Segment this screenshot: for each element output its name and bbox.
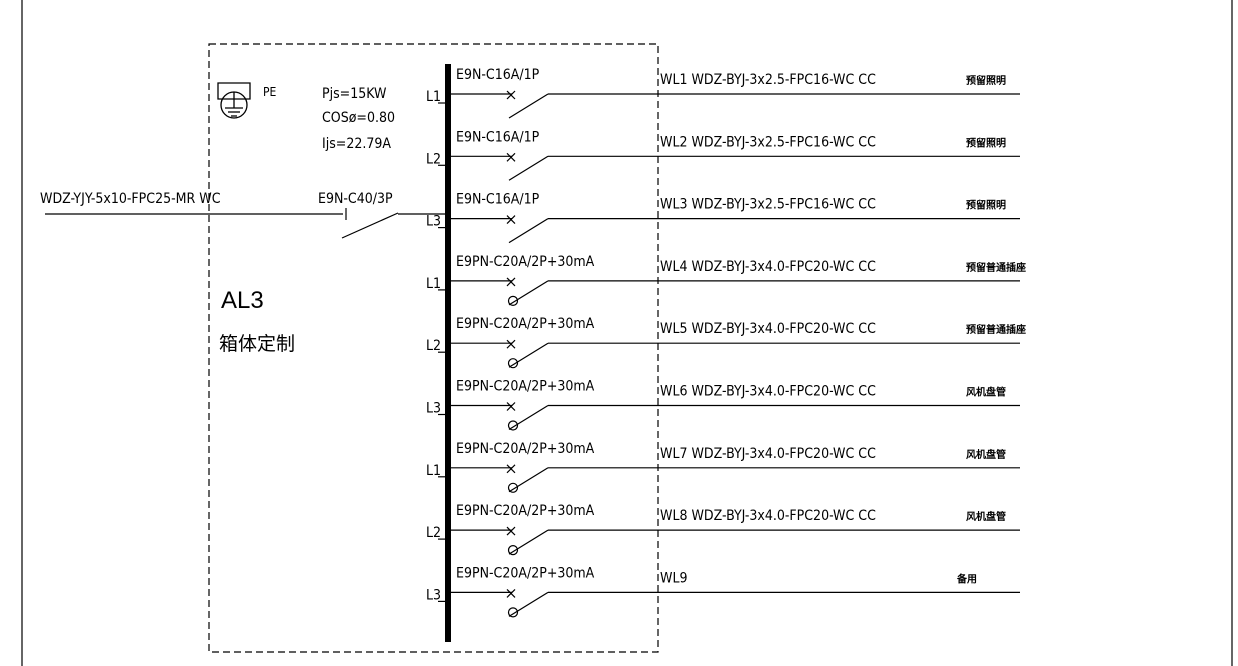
incoming-breaker-icon — [342, 208, 448, 238]
circuit-row: L3 E9PN-C20A/2P+30mA WL9 备用 — [426, 565, 1020, 617]
usage-label: 风机盘管 — [966, 386, 1006, 399]
usage-label: 预留照明 — [966, 136, 1006, 149]
phase-label: L2 — [426, 338, 441, 354]
circuit-row: L1 E9N-C16A/1P WL1 WDZ-BYJ-3x2.5-FPC16-WC … — [426, 67, 1020, 118]
circuit-label: WL7 WDZ-BYJ-3x4.0-FPC20-WC CC — [660, 446, 876, 462]
breaker-icon — [451, 340, 1020, 368]
breaker-icon — [451, 465, 1020, 493]
circuit-row: L3 E9N-C16A/1P WL3 WDZ-BYJ-3x2.5-FPC16-WC … — [426, 192, 1020, 243]
usage-label: 预留照明 — [966, 199, 1006, 212]
breaker-label: E9PN-C20A/2P+30mA — [456, 379, 595, 395]
circuit-label: WL5 WDZ-BYJ-3x4.0-FPC20-WC CC — [660, 321, 876, 337]
phase-label: L3 — [426, 401, 441, 417]
phase-label: L1 — [426, 89, 441, 105]
circuit-row: L3 E9PN-C20A/2P+30mA WL6 WDZ-BYJ-3x4.0-FPC… — [426, 379, 1020, 431]
breaker-label: E9N-C16A/1P — [456, 129, 540, 145]
panel-name: AL3 — [221, 287, 264, 314]
circuit-row: L1 E9PN-C20A/2P+30mA WL7 WDZ-BYJ-3x4.0-FPC… — [426, 441, 1020, 493]
usage-label: 风机盘管 — [966, 448, 1006, 461]
circuit-label: WL2 WDZ-BYJ-3x2.5-FPC16-WC CC — [660, 134, 876, 150]
usage-label: 备用 — [956, 572, 977, 585]
circuit-label: WL4 WDZ-BYJ-3x4.0-FPC20-WC CC — [660, 259, 876, 275]
ijs-text: Ijs=22.79A — [322, 136, 391, 152]
pjs-text: Pjs=15KW — [322, 86, 387, 102]
usage-label: 预留普通插座 — [966, 261, 1026, 274]
circuit-row: L2 E9PN-C20A/2P+30mA WL5 WDZ-BYJ-3x4.0-FPC… — [426, 316, 1026, 368]
usage-label: 预留照明 — [966, 74, 1006, 87]
circuit-label: WL3 WDZ-BYJ-3x2.5-FPC16-WC CC — [660, 197, 876, 213]
usage-label: 预留普通插座 — [966, 323, 1026, 336]
busbar — [445, 64, 451, 642]
phase-label: L3 — [426, 587, 441, 603]
breaker-label: E9PN-C20A/2P+30mA — [456, 316, 595, 332]
circuit-label: WL8 WDZ-BYJ-3x4.0-FPC20-WC CC — [660, 508, 876, 524]
breaker-label: E9PN-C20A/2P+30mA — [456, 565, 595, 581]
breaker-icon — [451, 216, 1020, 243]
phase-label: L2 — [426, 151, 441, 167]
circuit-label: WL1 WDZ-BYJ-3x2.5-FPC16-WC CC — [660, 72, 876, 88]
ground-icon — [218, 83, 250, 118]
breaker-icon — [451, 589, 1020, 617]
breaker-label: E9PN-C20A/2P+30mA — [456, 254, 595, 270]
breaker-icon — [451, 403, 1020, 431]
circuit-row: L1 E9PN-C20A/2P+30mA WL4 WDZ-BYJ-3x4.0-FPC… — [426, 254, 1026, 306]
phase-label: L1 — [426, 276, 441, 292]
breaker-icon — [451, 153, 1020, 180]
phase-label: L1 — [426, 463, 441, 479]
circuit-label: WL9 — [660, 570, 687, 586]
incoming-cable-text: WDZ-YJY-5x10-FPC25-MR WC — [40, 191, 221, 207]
panel-note: 箱体定制 — [219, 333, 295, 355]
breaker-label: E9PN-C20A/2P+30mA — [456, 441, 595, 457]
breaker-label: E9N-C16A/1P — [456, 192, 540, 208]
cos-text: COSø=0.80 — [322, 110, 395, 126]
panel-enclosure — [209, 44, 658, 652]
breaker-icon — [451, 91, 1020, 118]
phase-label: L2 — [426, 525, 441, 541]
usage-label: 风机盘管 — [966, 510, 1006, 523]
circuit-row: L2 E9PN-C20A/2P+30mA WL8 WDZ-BYJ-3x4.0-FPC… — [426, 503, 1020, 555]
circuit-row: L2 E9N-C16A/1P WL2 WDZ-BYJ-3x2.5-FPC16-WC … — [426, 129, 1020, 180]
breaker-label: E9N-C16A/1P — [456, 67, 540, 83]
circuit-label: WL6 WDZ-BYJ-3x4.0-FPC20-WC CC — [660, 384, 876, 400]
phase-label: L3 — [426, 214, 441, 230]
breaker-icon — [451, 278, 1020, 306]
breaker-icon — [451, 527, 1020, 555]
pe-label: PE — [263, 85, 277, 99]
breaker-label: E9PN-C20A/2P+30mA — [456, 503, 595, 519]
incoming-breaker-text: E9N-C40/3P — [318, 191, 393, 207]
